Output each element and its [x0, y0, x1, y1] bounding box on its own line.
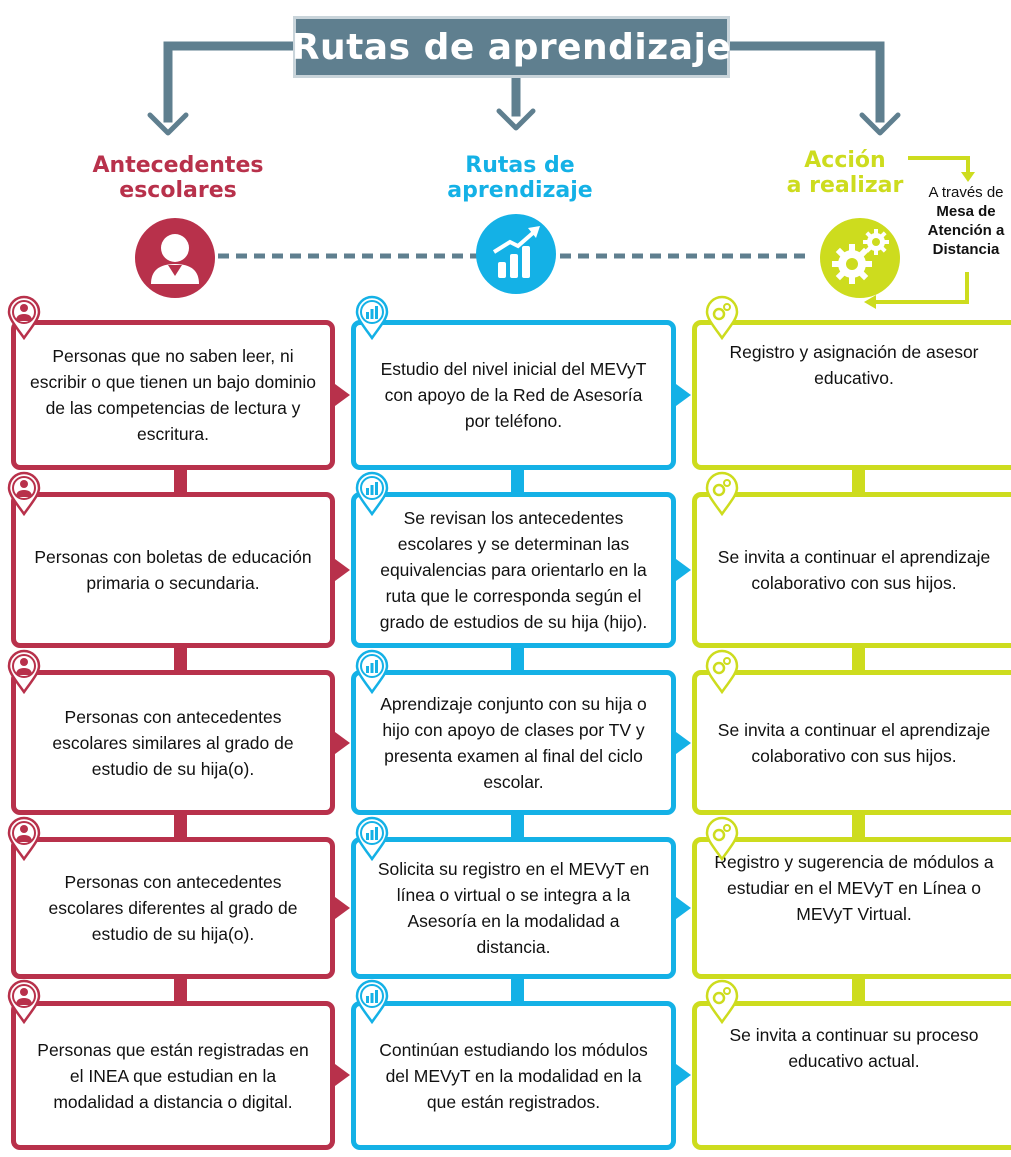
- ruta-card: Aprendizaje conjunto con su hija o hijo …: [351, 670, 676, 815]
- arrow-right-icon: [335, 732, 350, 754]
- column-title-antecedentes: Antecedentes escolares: [88, 153, 268, 203]
- gear-pin-icon: [705, 649, 739, 694]
- card-text: Registro y asignación de asesor educativ…: [729, 342, 979, 388]
- arrow-right-icon: [676, 1064, 691, 1086]
- card-text: Solicita su registro en el MEVyT en líne…: [377, 859, 650, 957]
- card-text: Personas que están registradas en el INE…: [37, 1039, 309, 1112]
- person-pin-icon: [7, 471, 41, 516]
- arrow-right-icon: [676, 732, 691, 754]
- growth-chart-icon: [474, 212, 558, 296]
- person-pin-icon: [7, 816, 41, 861]
- arrow-right-icon: [676, 384, 691, 406]
- main-title-box: Rutas de aprendizaje: [291, 16, 732, 78]
- column-title-line: Acción: [804, 148, 886, 173]
- row-connector: [511, 974, 524, 1006]
- chart-pin-icon: [355, 816, 389, 861]
- gear-pin-icon: [705, 979, 739, 1024]
- antecedentes-card: Personas que no saben leer, ni escribir …: [11, 320, 335, 470]
- gears-icon: [818, 216, 902, 300]
- row-connector: [174, 465, 187, 497]
- column-title-line: Rutas de: [465, 153, 575, 178]
- column-title-line: Antecedentes: [92, 153, 264, 178]
- row-connector: [511, 643, 524, 675]
- side-note: A través de Mesa de Atención a Distancia: [916, 183, 1011, 259]
- chart-pin-icon: [355, 649, 389, 694]
- card-text: Personas con antecedentes escolares dife…: [48, 872, 298, 944]
- column-title-line: a realizar: [786, 173, 904, 198]
- row-connector: [174, 974, 187, 1006]
- person-icon: [133, 216, 217, 300]
- row-connector: [852, 465, 865, 497]
- side-note-arrows: [864, 156, 975, 309]
- accion-card: Se invita a continuar el aprendizaje col…: [692, 670, 1011, 815]
- chart-pin-icon: [355, 295, 389, 340]
- card-text: Estudio del nivel inicial del MEVyT con …: [380, 359, 647, 431]
- row-connector: [511, 810, 524, 842]
- top-connectors: [147, 41, 901, 136]
- main-title: Rutas de aprendizaje: [291, 26, 732, 68]
- accion-card: Se invita a continuar su proceso educati…: [692, 1001, 1011, 1150]
- gear-pin-icon: [705, 295, 739, 340]
- card-text: Personas que no saben leer, ni escribir …: [30, 346, 317, 444]
- row-connector: [174, 643, 187, 675]
- chart-pin-icon: [355, 471, 389, 516]
- accion-card: Se invita a continuar el aprendizaje col…: [692, 492, 1011, 648]
- card-text: Personas con boletas de educación primar…: [34, 547, 312, 593]
- row-connector: [852, 974, 865, 1006]
- column-title-rutas: Rutas de aprendizaje: [430, 153, 610, 203]
- card-text: Se revisan los antecedentes escolares y …: [379, 508, 648, 632]
- card-text: Se invita a continuar el aprendizaje col…: [717, 547, 991, 593]
- antecedentes-card: Personas con boletas de educación primar…: [11, 492, 335, 648]
- side-note-line: Distancia: [932, 241, 1000, 258]
- card-text: Personas con antecedentes escolares simi…: [52, 706, 294, 779]
- accion-card: Registro y asignación de asesor educativ…: [692, 320, 1011, 470]
- person-pin-icon: [7, 649, 41, 694]
- card-text: Continúan estudiando los módulos del MEV…: [379, 1039, 648, 1112]
- antecedentes-card: Personas con antecedentes escolares simi…: [11, 670, 335, 815]
- card-text: Aprendizaje conjunto con su hija o hijo …: [380, 693, 647, 792]
- ruta-card: Solicita su registro en el MEVyT en líne…: [351, 837, 676, 979]
- card-text: Se invita a continuar el aprendizaje col…: [717, 719, 991, 766]
- accion-card: Registro y sugerencia de módulos a estud…: [692, 837, 1011, 979]
- row-connector: [511, 465, 524, 497]
- column-title-line: aprendizaje: [447, 178, 593, 203]
- arrow-right-icon: [335, 1064, 350, 1086]
- arrow-right-icon: [335, 559, 350, 581]
- arrow-right-icon: [676, 897, 691, 919]
- ruta-card: Se revisan los antecedentes escolares y …: [351, 492, 676, 648]
- person-pin-icon: [7, 979, 41, 1024]
- arrow-right-icon: [676, 559, 691, 581]
- column-title-accion: Acción a realizar: [770, 148, 920, 198]
- side-note-line: Atención a: [927, 222, 1005, 239]
- ruta-card: Estudio del nivel inicial del MEVyT con …: [351, 320, 676, 470]
- gear-pin-icon: [705, 471, 739, 516]
- row-connector: [852, 643, 865, 675]
- side-note-line: Mesa de: [936, 203, 996, 220]
- row-connector: [174, 810, 187, 842]
- side-note-line: A través de: [928, 184, 1004, 201]
- person-pin-icon: [7, 295, 41, 340]
- antecedentes-card: Personas con antecedentes escolares dife…: [11, 837, 335, 979]
- ruta-card: Continúan estudiando los módulos del MEV…: [351, 1001, 676, 1150]
- antecedentes-card: Personas que están registradas en el INE…: [11, 1001, 335, 1150]
- arrow-right-icon: [335, 384, 350, 406]
- arrow-right-icon: [335, 897, 350, 919]
- column-title-line: escolares: [119, 178, 237, 203]
- card-text: Se invita a continuar su proceso educati…: [729, 1025, 979, 1071]
- gear-pin-icon: [705, 816, 739, 861]
- card-text: Registro y sugerencia de módulos a estud…: [714, 852, 994, 924]
- row-connector: [852, 810, 865, 842]
- chart-pin-icon: [355, 979, 389, 1024]
